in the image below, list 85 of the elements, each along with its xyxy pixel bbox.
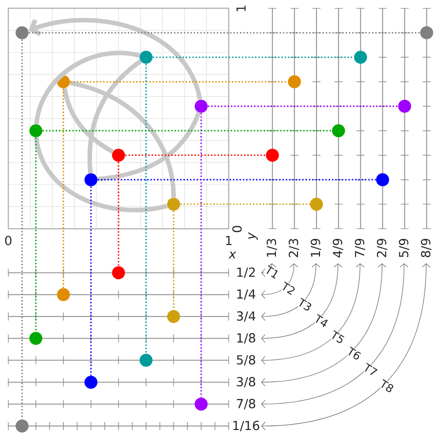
double-arrow — [261, 263, 320, 321]
data-point — [167, 310, 180, 323]
fraction-label: 1/4 — [237, 289, 256, 300]
curved-arrow — [28, 18, 202, 100]
dotted-line — [152, 56, 354, 58]
curved-line — [87, 59, 142, 174]
double-arrow — [261, 263, 386, 386]
data-point — [332, 124, 346, 138]
dotted-line — [21, 39, 23, 420]
fraction-label: 7/8 — [236, 398, 256, 410]
dotted-line — [42, 130, 332, 132]
dotted-line — [98, 179, 376, 180]
data-point — [194, 100, 208, 113]
fraction-label: 1/3 — [266, 238, 278, 257]
double-arrow — [261, 263, 430, 430]
data-point — [56, 288, 70, 302]
fraction-label: 4/9 — [332, 238, 344, 258]
fraction-label: 1/8 — [237, 333, 256, 344]
data-point — [420, 26, 434, 40]
double-arrow — [261, 263, 276, 277]
edge-label: T2 — [280, 280, 298, 296]
dotted-line — [70, 81, 288, 82]
axis-label: 1 — [236, 6, 246, 12]
data-point — [84, 173, 98, 186]
edge-label: T6 — [345, 346, 363, 362]
data-point — [29, 124, 42, 138]
data-point — [194, 398, 208, 411]
data-point — [266, 148, 279, 162]
fraction-label: 5/9 — [398, 238, 410, 258]
dotted-line — [200, 112, 202, 398]
data-point — [167, 198, 180, 211]
data-point — [354, 50, 368, 64]
dotted-line — [90, 186, 92, 376]
fraction-label: 1/9 — [310, 238, 322, 257]
data-point — [140, 50, 153, 64]
fraction-label: 1/16 — [233, 420, 260, 432]
data-point — [112, 266, 125, 280]
edge-label: T8 — [378, 378, 396, 394]
fraction-label: 2/9 — [376, 238, 388, 258]
fraction-label: 8/9 — [420, 238, 432, 258]
fraction-label: 3/8 — [236, 376, 256, 388]
data-point — [376, 173, 390, 186]
double-arrow — [261, 263, 342, 343]
edge-label: T5 — [328, 329, 346, 346]
dotted-line — [145, 64, 147, 354]
data-point — [140, 354, 153, 367]
data-point — [16, 420, 29, 432]
edge-label: T7 — [362, 362, 380, 378]
fraction-label: 2/3 — [288, 238, 300, 258]
curved-line — [70, 80, 176, 198]
data-point — [29, 332, 42, 345]
double-arrow — [261, 263, 408, 408]
double-arrow — [261, 263, 298, 299]
curved-line — [34, 50, 140, 124]
edge-label: T4 — [312, 313, 330, 329]
dotted-line — [62, 88, 64, 288]
axis-label: 0 — [232, 226, 242, 232]
edge-label: T3 — [296, 296, 314, 313]
curved-line — [34, 137, 168, 212]
curved-line — [97, 112, 201, 182]
data-point — [112, 148, 125, 162]
data-point — [16, 26, 29, 40]
axis-label: x — [228, 252, 236, 258]
data-point — [398, 100, 412, 113]
dotted-line — [118, 162, 120, 266]
edge-label: T1 — [263, 264, 281, 280]
fraction-label: 3/4 — [236, 311, 256, 322]
data-point — [84, 376, 98, 389]
dotted-line — [28, 32, 420, 34]
data-point — [310, 198, 323, 211]
dotted-line — [125, 154, 266, 156]
fraction-label: 5/8 — [236, 355, 256, 366]
dotted-line — [180, 204, 310, 205]
data-point — [56, 75, 70, 88]
double-arrow — [261, 263, 364, 365]
dotted-line — [172, 210, 174, 310]
dotted-line — [208, 106, 398, 107]
data-point — [288, 75, 301, 88]
axis-label: 0 — [5, 236, 12, 246]
axis-label: y — [248, 232, 258, 240]
fraction-label: 7/9 — [354, 238, 366, 258]
dotted-line — [35, 137, 37, 332]
curved-line — [62, 88, 114, 154]
fraction-label: 1/2 — [237, 267, 255, 278]
axis-label: 1 — [226, 236, 232, 246]
